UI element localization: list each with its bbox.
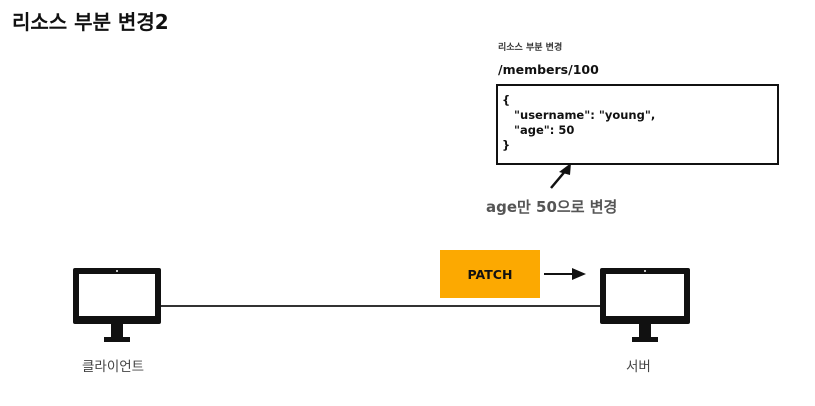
patch-arrow xyxy=(544,268,586,280)
json-body-box: { "username": "young", "age": 50} xyxy=(496,84,779,165)
note-arrow xyxy=(550,163,571,189)
server-monitor-icon xyxy=(600,268,690,342)
resource-path: /members/100 xyxy=(498,62,599,77)
json-line: "age": 50 xyxy=(502,123,575,137)
server-label: 서버 xyxy=(626,359,651,375)
annotation-note: age만 50으로 변경 xyxy=(486,198,618,216)
json-line: "username": "young", xyxy=(502,108,656,122)
client-label: 클라이언트 xyxy=(82,359,145,375)
page-title: 리소스 부분 변경2 xyxy=(12,10,169,34)
json-line: { xyxy=(502,93,511,107)
client-monitor-icon xyxy=(73,268,161,342)
json-line: } xyxy=(502,138,511,152)
resource-caption: 리소스 부분 변경 xyxy=(498,43,563,53)
patch-method-badge: PATCH xyxy=(440,250,540,298)
method-label: PATCH xyxy=(467,266,513,282)
